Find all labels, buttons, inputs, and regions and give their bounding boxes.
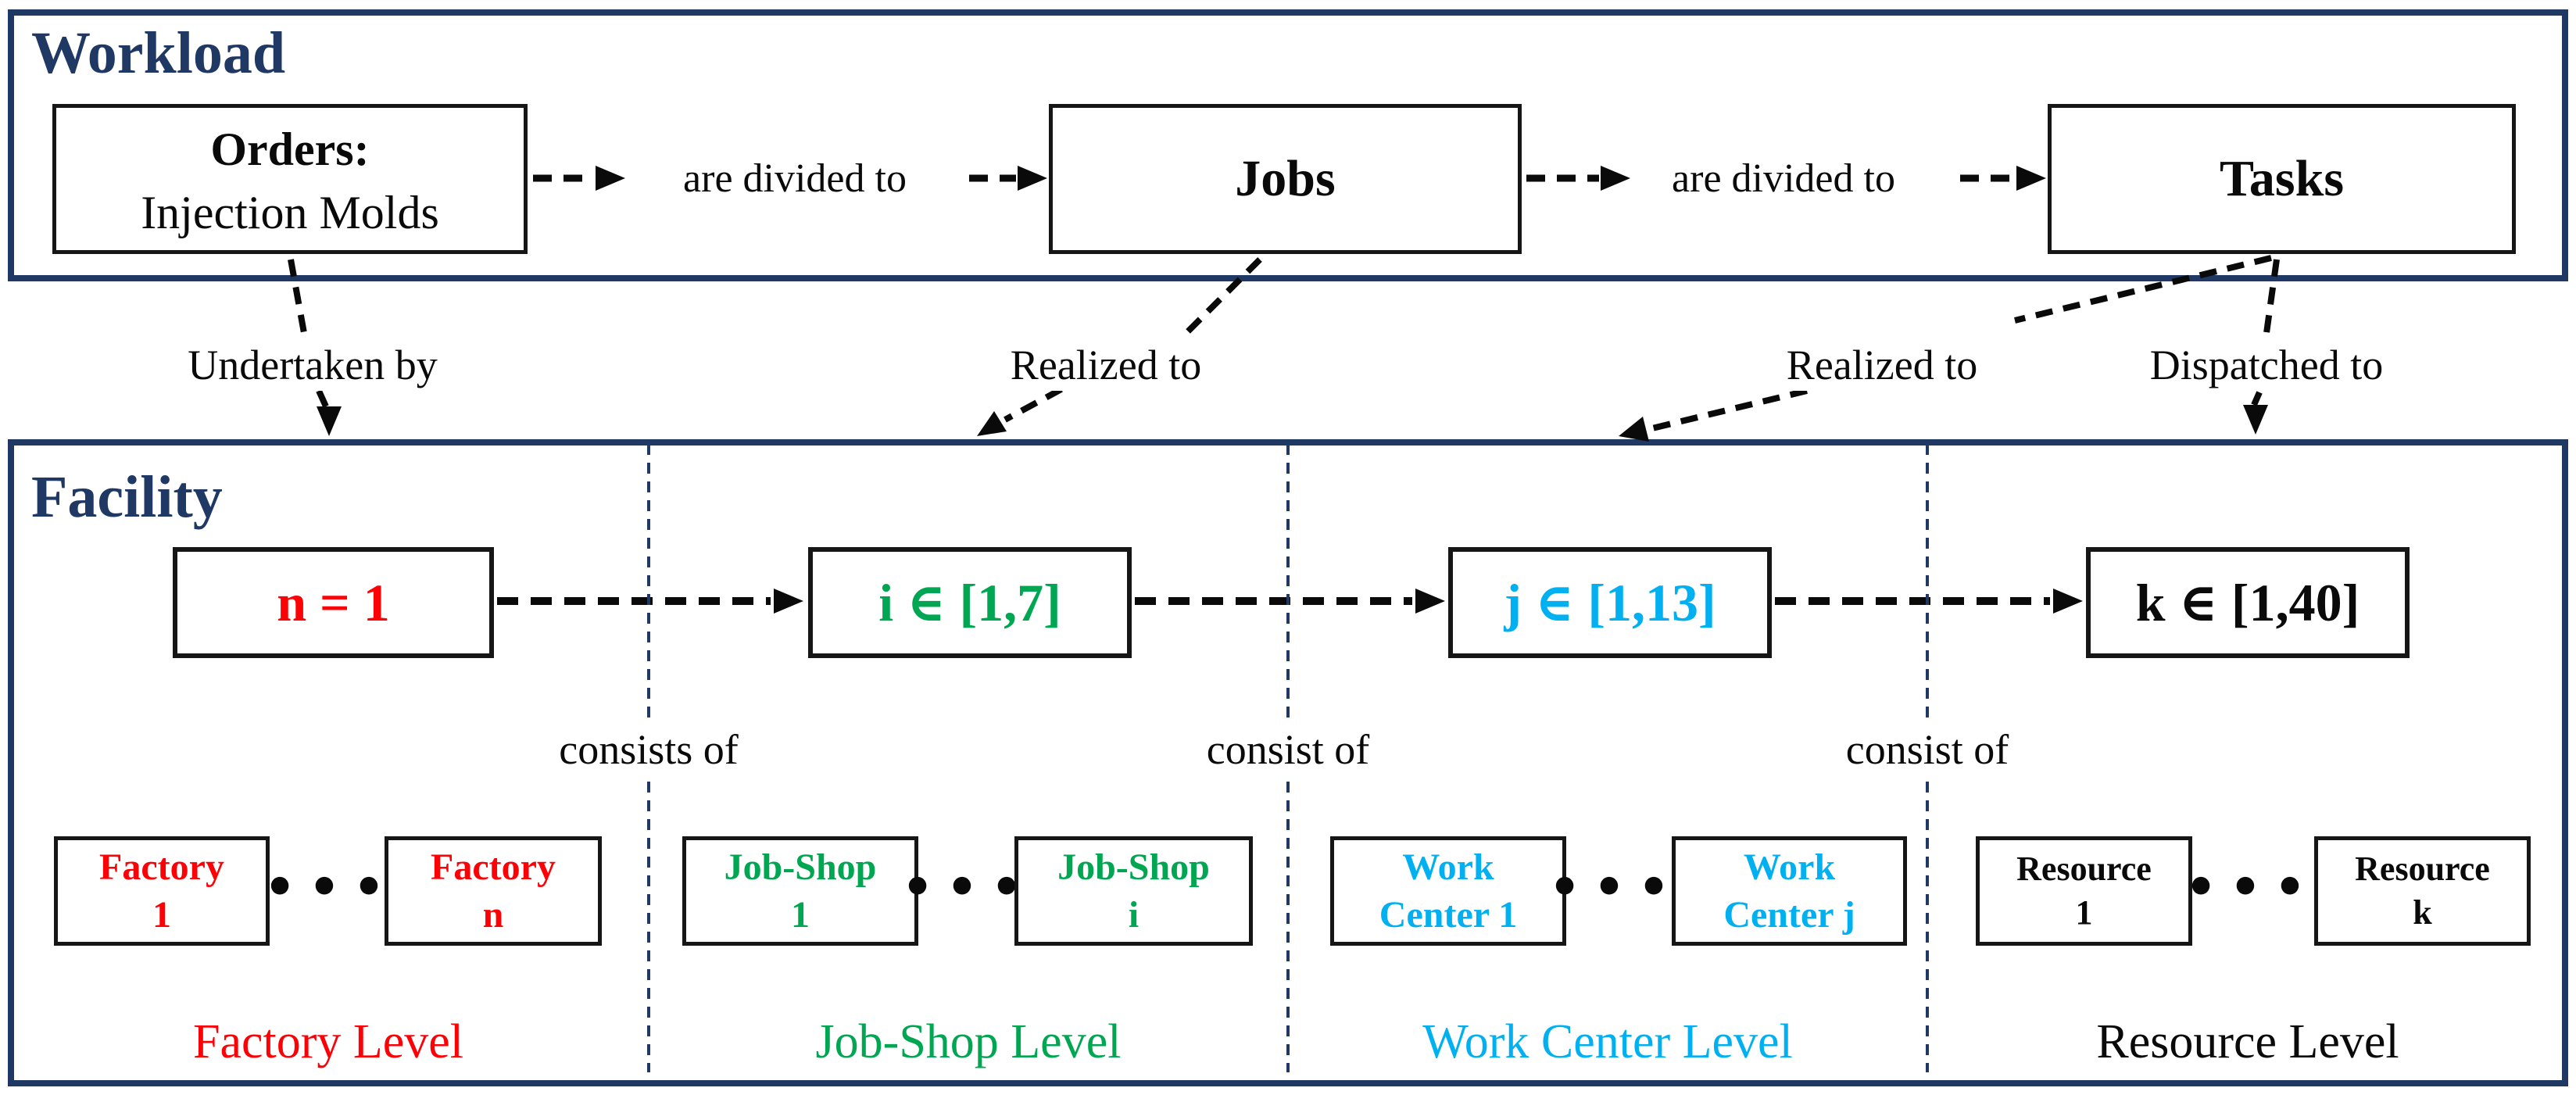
jobs-box: Jobs — [1049, 104, 1522, 254]
jobshop-i-line1: Job-Shop — [1057, 846, 1210, 888]
arrowhead — [1601, 166, 1630, 191]
factory-ellipsis-dots: ••• — [263, 859, 398, 917]
line-dispatched-upper — [2263, 259, 2280, 334]
realized-to-jobshop-label: Realized to — [1002, 339, 1210, 391]
factory-variable-label: n = 1 — [277, 572, 390, 632]
arrowhead — [2053, 589, 2083, 614]
workcenter-j-line2: Center j — [1723, 894, 1855, 936]
jobshop-variable-label: i ∈ [1,7] — [878, 572, 1061, 632]
factory-n-box: Factory n — [385, 836, 602, 946]
jobshop-i-box: Job-Shop i — [1014, 836, 1253, 946]
resource-k-line2: k — [2413, 893, 2432, 932]
jobshop-ellipsis-dots: ••• — [901, 859, 1036, 917]
factory-1-line1: Factory — [99, 846, 224, 888]
line-realized1-lower — [1004, 386, 1063, 423]
resource-level-label: Resource Level — [2096, 1015, 2399, 1068]
jobshop-i-line2: i — [1128, 894, 1140, 936]
factory-variable-box: n = 1 — [173, 547, 494, 658]
orders-box-title: Orders: — [210, 123, 370, 175]
workcenter-j-line1: Work — [1743, 846, 1836, 888]
arrowhead — [317, 406, 342, 436]
resource-1-box: Resource 1 — [1976, 836, 2192, 946]
tasks-box-label: Tasks — [2219, 149, 2345, 207]
tasks-box: Tasks — [2048, 104, 2516, 254]
line-realized2-lower — [1648, 388, 1808, 432]
resource-1-line2: 1 — [2075, 893, 2093, 932]
factory-n-line2: n — [482, 894, 504, 936]
jobshop-level-label: Job-Shop Level — [815, 1015, 1122, 1068]
workload-frame — [8, 9, 2568, 281]
factory-1-line2: 1 — [152, 894, 171, 936]
resource-1-line1: Resource — [2016, 849, 2152, 888]
consists-of-label-1: consists of — [538, 725, 759, 774]
line-realized1-upper — [1182, 257, 1262, 337]
undertaken-by-label: Undertaken by — [180, 339, 445, 391]
resource-k-box: Resource k — [2314, 836, 2531, 946]
workcenter-variable-label: j ∈ [1,13] — [1504, 572, 1716, 632]
line-realized2-upper — [2014, 255, 2272, 324]
jobshop-1-line1: Job-Shop — [724, 846, 877, 888]
arrowhead — [2243, 405, 2268, 435]
arrowhead — [2016, 166, 2046, 191]
jobshop-variable-box: i ∈ [1,7] — [808, 547, 1132, 658]
jobshop-1-line2: 1 — [791, 894, 810, 936]
jobshop-1-box: Job-Shop 1 — [682, 836, 918, 946]
resource-k-line1: Resource — [2355, 849, 2490, 888]
resource-ellipsis-dots: ••• — [2184, 859, 2319, 917]
arrow-label-orders-jobs: are divided to — [683, 156, 907, 201]
facility-title: Facility — [31, 464, 223, 530]
workcenter-1-line2: Center 1 — [1379, 894, 1518, 936]
arrowhead — [977, 411, 1007, 436]
arrowhead — [774, 589, 803, 614]
workload-title: Workload — [31, 20, 286, 86]
resource-variable-label: k ∈ [1,40] — [2135, 572, 2360, 632]
factory-1-box: Factory 1 — [54, 836, 270, 946]
facility-frame — [8, 439, 2568, 1086]
arrowhead — [596, 166, 625, 191]
resource-variable-box: k ∈ [1,40] — [2086, 547, 2410, 658]
workcenter-variable-box: j ∈ [1,13] — [1448, 547, 1772, 658]
consist-of-label-3: consist of — [1825, 725, 2030, 774]
workcenter-1-line1: Work — [1402, 846, 1494, 888]
line-undertaken-lower — [316, 389, 329, 408]
line-dispatched-lower — [2251, 391, 2263, 406]
realized-to-workcenter-label: Realized to — [1778, 339, 1986, 391]
factory-n-line1: Factory — [431, 846, 556, 888]
arrowhead — [1415, 589, 1445, 614]
workcenter-ellipsis-dots: ••• — [1548, 859, 1683, 917]
orders-box-subtitle: Injection Molds — [141, 187, 439, 238]
jobs-box-label: Jobs — [1235, 149, 1336, 207]
workcenter-level-label: Work Center Level — [1422, 1015, 1793, 1068]
dispatched-to-label: Dispatched to — [2141, 339, 2392, 391]
arrow-label-jobs-tasks: are divided to — [1672, 156, 1895, 201]
workcenter-1-box: Work Center 1 — [1330, 836, 1566, 946]
workcenter-j-box: Work Center j — [1672, 836, 1907, 946]
consist-of-label-2: consist of — [1186, 725, 1390, 774]
orders-box: Orders: Injection Molds — [52, 104, 528, 254]
line-undertaken-upper — [288, 259, 307, 334]
arrowhead — [1619, 417, 1649, 442]
arrowhead — [1018, 166, 1047, 191]
factory-level-label: Factory Level — [192, 1015, 464, 1068]
